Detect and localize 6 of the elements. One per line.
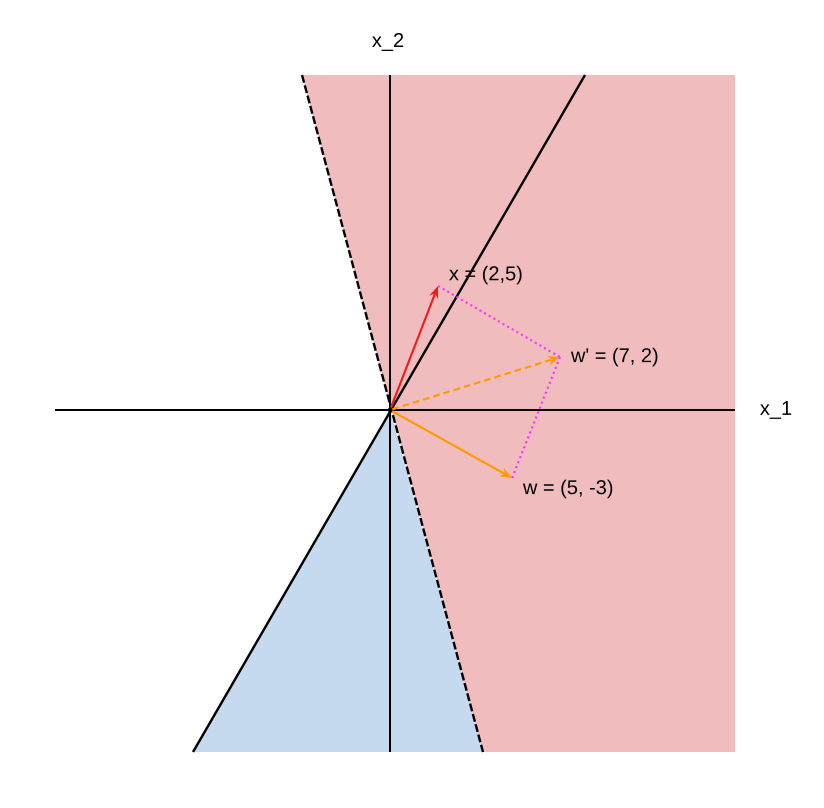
dotted-line — [511, 356, 561, 478]
coordinate-label: w' = (7, 2) — [570, 348, 658, 366]
axis-label: x_1 — [760, 401, 792, 419]
dotted-line — [437, 285, 561, 358]
coordinate-label: w = (5, -3) — [522, 480, 612, 498]
axis-label: x_2 — [372, 33, 404, 51]
